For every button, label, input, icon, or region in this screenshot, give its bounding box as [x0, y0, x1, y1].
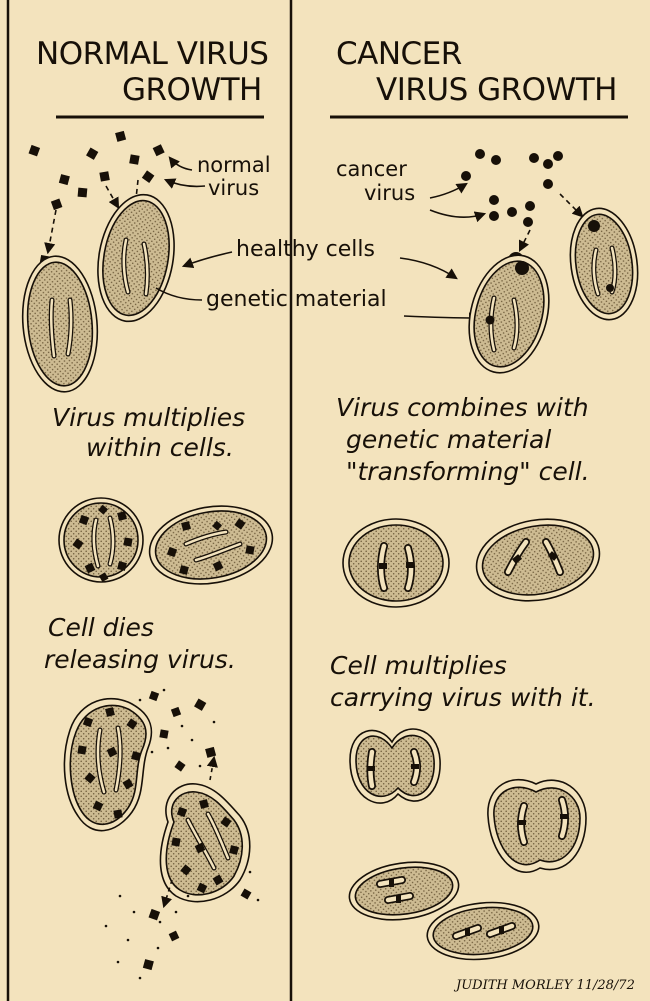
right-heading-line1: CANCER [336, 36, 462, 72]
right-caption2-line1: Cell multiplies [330, 650, 507, 681]
left-dying-cell-b [160, 784, 249, 902]
right-dividing-cell-b [488, 780, 586, 873]
right-transformed-cell-a [343, 519, 449, 607]
label-healthy-cells: healthy cells [236, 238, 375, 261]
left-healthy-cell-a [17, 253, 103, 395]
left-caption1-line1: Virus multiplies [52, 402, 245, 433]
left-caption1-line2: within cells. [86, 432, 234, 463]
left-dying-cell-a [64, 699, 151, 831]
artist-signature: JUDITH MORLEY 11/28/72 [456, 978, 635, 993]
label-normal-virus-line1: normal [197, 154, 271, 177]
right-dividing-cell-a [350, 729, 440, 803]
left-heading-line1: NORMAL VIRUS [36, 36, 268, 72]
label-cancer-virus-line1: cancer [336, 158, 407, 181]
right-healthy-cell-a [457, 246, 561, 382]
right-caption1-line2: genetic material [346, 424, 551, 455]
label-genetic-material: genetic material [206, 288, 387, 311]
left-healthy-cell-b [88, 189, 183, 328]
cancer-virus-arrows [430, 184, 582, 250]
right-transformed-cell-b [470, 510, 606, 610]
right-heading-line2: VIRUS GROWTH [376, 72, 617, 108]
left-infected-cell-b [143, 497, 278, 593]
right-caption2-line2: carrying virus with it. [330, 682, 596, 713]
left-infected-cell-a [59, 498, 143, 582]
right-healthy-cell-b [564, 204, 645, 324]
left-caption2-line2: releasing virus. [44, 644, 236, 675]
right-caption1-line1: Virus combines with [336, 392, 589, 423]
left-heading-line2: GROWTH [122, 72, 262, 108]
right-caption1-line3: "transforming" cell. [346, 456, 590, 487]
left-caption2-line1: Cell dies [48, 612, 154, 643]
label-normal-virus-line2: virus [208, 177, 259, 200]
label-cancer-virus-line2: virus [364, 182, 415, 205]
